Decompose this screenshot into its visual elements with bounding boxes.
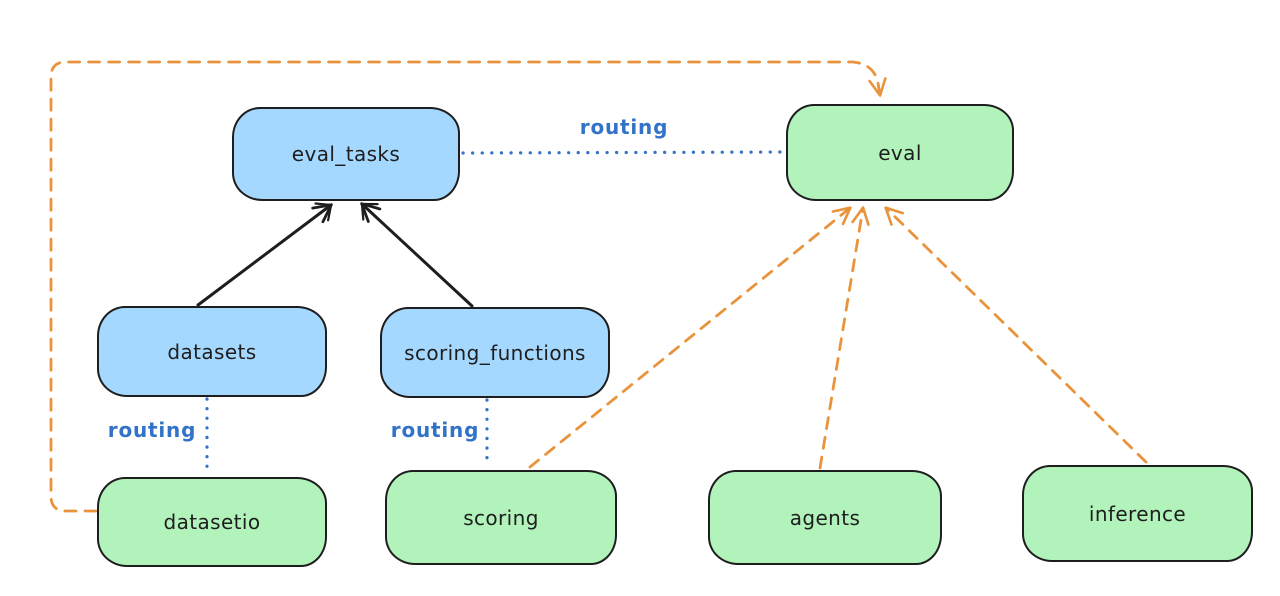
- edge-eval-tasks-to-eval-routing: [461, 150, 785, 155]
- node-eval-label: eval: [878, 140, 922, 165]
- node-scoring-functions-label: scoring_functions: [404, 340, 586, 365]
- node-inference[interactable]: inference: [1022, 465, 1253, 562]
- edge-inference-to-eval: [884, 206, 1148, 464]
- edge-datasetio-to-eval: [49, 60, 887, 513]
- node-inference-label: inference: [1088, 501, 1187, 526]
- node-datasetio-label: datasetio: [163, 510, 261, 534]
- edge-label-routing-top: routing: [579, 115, 669, 139]
- node-eval[interactable]: eval: [786, 104, 1014, 201]
- node-datasets-label: datasets: [167, 339, 257, 364]
- edge-datasets-to-eval-tasks: [196, 202, 333, 307]
- edge-label-routing-datasetio: routing: [107, 418, 197, 442]
- node-scoring-label: scoring: [463, 505, 539, 530]
- node-scoring-functions[interactable]: scoring_functions: [380, 307, 610, 398]
- node-datasets[interactable]: datasets: [97, 306, 327, 397]
- edge-scoring-functions-to-eval-tasks: [360, 202, 474, 308]
- node-scoring[interactable]: scoring: [385, 470, 617, 565]
- node-datasetio[interactable]: datasetio: [97, 477, 327, 567]
- edge-agents-to-eval: [818, 206, 870, 470]
- node-agents[interactable]: agents: [708, 470, 942, 565]
- edge-scoring-to-eval: [528, 206, 852, 469]
- node-agents-label: agents: [789, 505, 861, 530]
- node-eval-tasks-label: eval_tasks: [291, 142, 401, 166]
- edge-label-routing-scoring: routing: [390, 418, 480, 442]
- node-eval-tasks[interactable]: eval_tasks: [232, 107, 460, 201]
